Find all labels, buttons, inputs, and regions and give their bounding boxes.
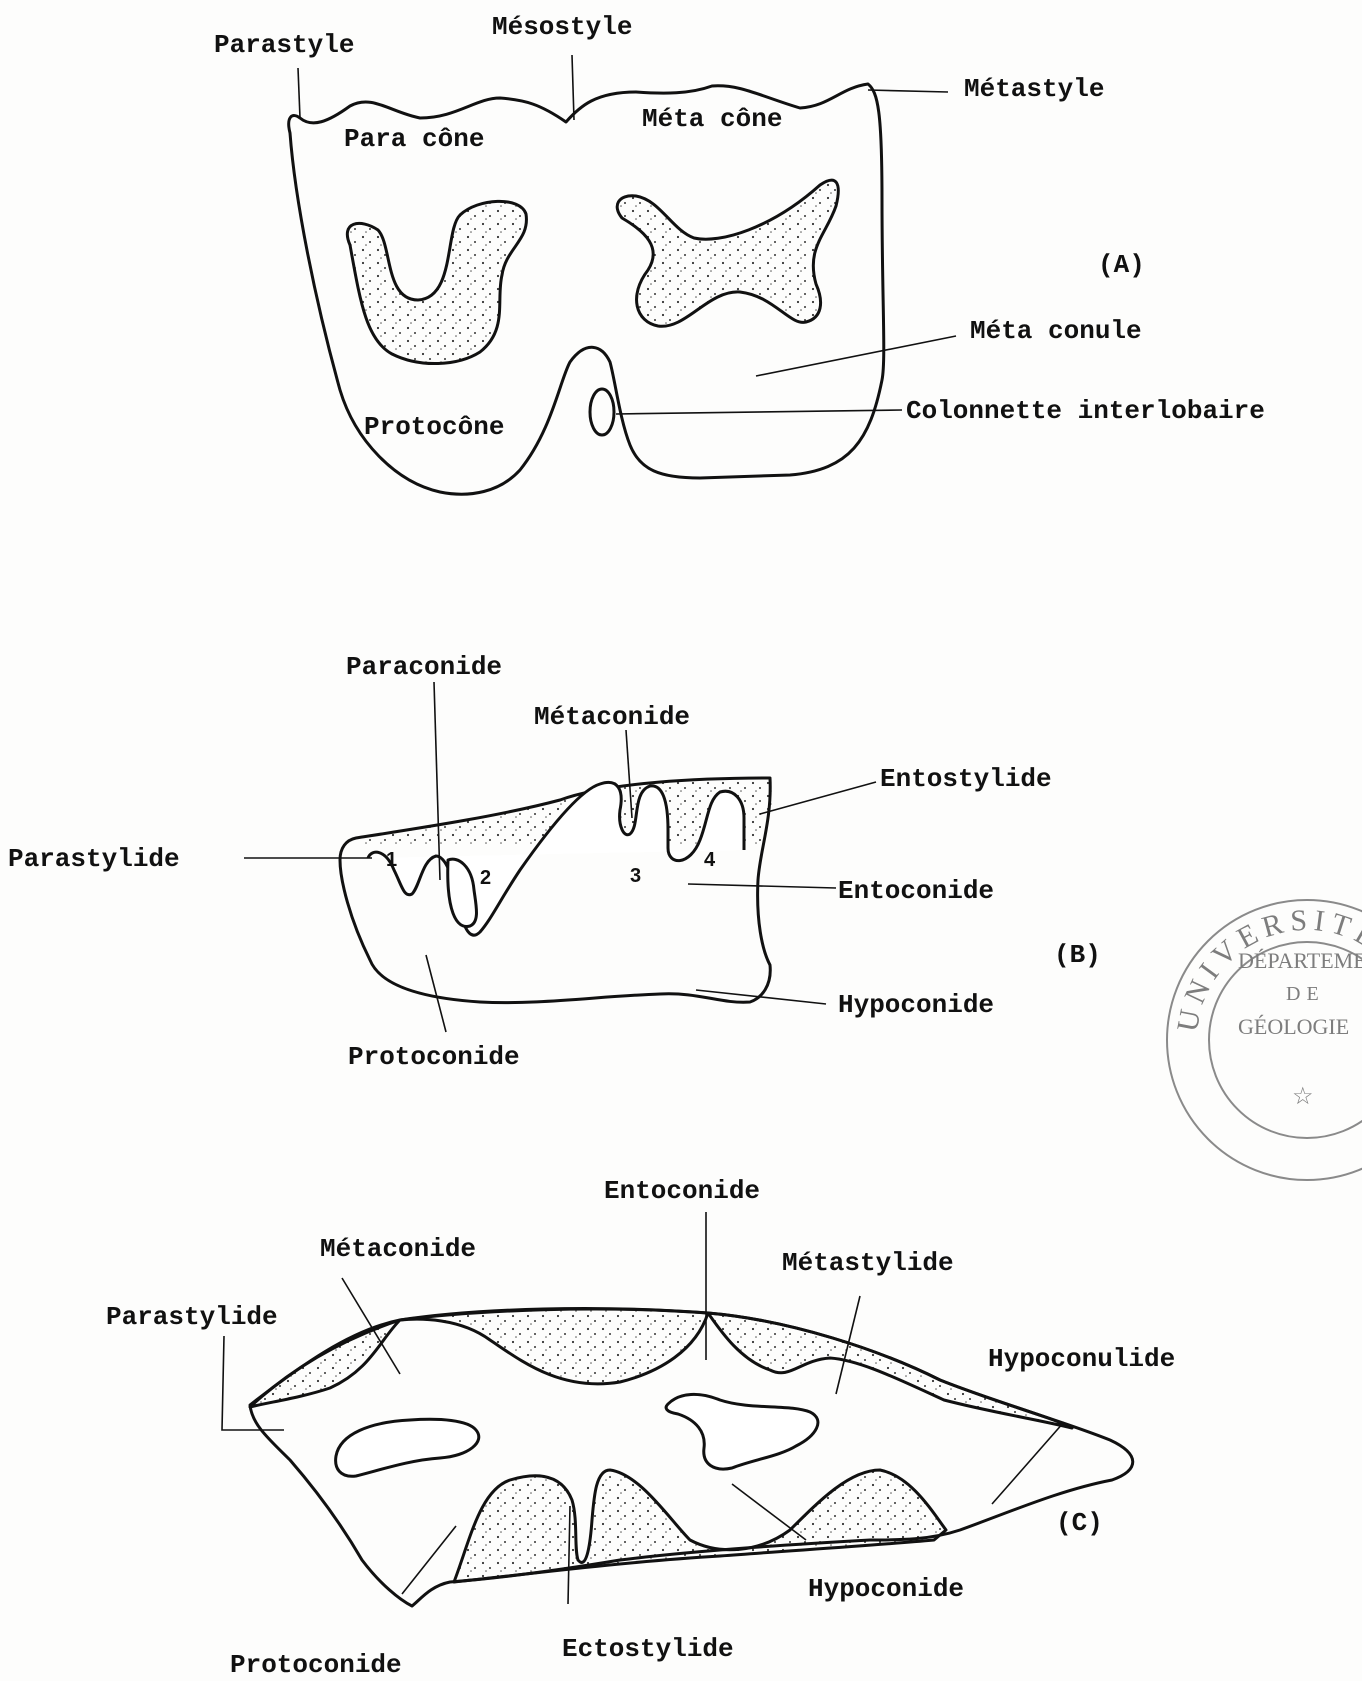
label-a-paracone: Para cône [344,124,484,154]
figure-a-leader-lines [298,55,956,414]
figure-a-paracone-fossette [347,201,526,363]
label-c-parastylide: Parastylide [106,1302,278,1332]
label-a-parastyle: Parastyle [214,30,354,60]
label-c-hypoconulide: Hypoconulide [988,1344,1175,1374]
label-b-metaconide: Métaconide [534,702,690,732]
fold-number-4: 4 [704,849,716,871]
label-a-metaconule: Méta conule [970,316,1142,346]
label-a-mesostyle: Mésostyle [492,12,632,42]
figure-b-labels: Paraconide Métaconide Entostylide Parast… [8,652,1101,1072]
figure-c-labels: Entoconide Métaconide Métastylide Parast… [106,1176,1175,1680]
label-b-entostylide: Entostylide [880,764,1052,794]
panel-label-c: (C) [1056,1508,1103,1538]
label-a-metastyle: Métastyle [964,74,1104,104]
figure-b-lower-molar [340,778,772,1003]
figure-a-colonnette-interlobaire-ring [590,389,614,435]
figure-c-posterior-fossette [666,1394,818,1469]
figure-c-lower-stippled-band [454,1470,946,1582]
label-b-entoconide: Entoconide [838,876,994,906]
stamp-line-de: DE [1286,983,1325,1005]
university-stamp: UNIVERSITE DÉPARTEMENT DE GÉOLOGIE ☆ [1167,900,1362,1180]
label-b-hypoconide: Hypoconide [838,990,994,1020]
label-b-parastylide: Parastylide [8,844,180,874]
panel-label-b: (B) [1054,940,1101,970]
stamp-star-icon: ☆ [1292,1084,1314,1110]
label-c-ectostylide: Ectostylide [562,1634,734,1664]
label-c-entoconide: Entoconide [604,1176,760,1206]
label-b-paraconide: Paraconide [346,652,502,682]
panel-label-a: (A) [1098,250,1145,280]
fold-number-2: 2 [480,867,491,889]
fold-number-1: 1 [386,849,397,871]
label-a-protocone: Protocône [364,412,504,442]
label-a-colonnette: Colonnette interlobaire [906,396,1265,426]
label-a-metacone: Méta cône [642,104,782,134]
stamp-line-geologie: GÉOLOGIE [1238,1014,1349,1039]
label-c-protoconide: Protoconide [230,1650,402,1680]
label-c-metastylide: Métastylide [782,1248,954,1278]
figure-a-metacone-fossette [617,180,838,326]
label-c-metaconide: Métaconide [320,1234,476,1264]
label-c-hypoconide: Hypoconide [808,1574,964,1604]
figure-c-anterior-fossette [336,1419,479,1476]
stamp-line-departement: DÉPARTEMENT [1238,948,1362,973]
label-b-protoconide: Protoconide [348,1042,520,1072]
fold-number-3: 3 [630,865,641,887]
